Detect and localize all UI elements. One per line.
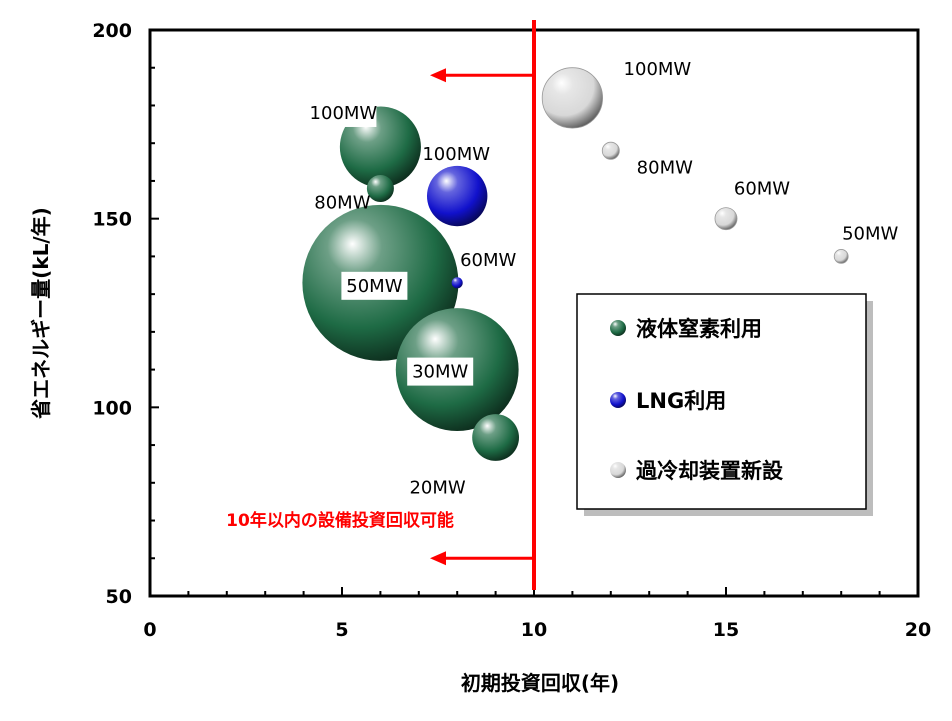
- bubble-label-bg: [407, 357, 474, 386]
- axis-ticks: [149, 29, 919, 597]
- bubble-label: 50MW: [842, 223, 898, 244]
- legend-marker-liquid-nitrogen: [610, 320, 626, 336]
- y-tick-label: 200: [92, 20, 132, 42]
- threshold-arrowhead-top: [430, 68, 446, 83]
- bubble-label: 60MW: [460, 250, 516, 271]
- threshold-group: 10年以内の設備投資回収可能: [226, 20, 536, 590]
- x-tick-label: 0: [143, 619, 156, 641]
- y-tick-label: 100: [92, 397, 132, 419]
- bubble-label: 30MW: [412, 362, 468, 383]
- x-axis-title: 初期投資回収(年): [461, 671, 619, 695]
- bubble-50mw-series-2: [833, 249, 849, 264]
- bubble-label: 60MW: [734, 179, 790, 200]
- bubble-label: 100MW: [624, 59, 692, 80]
- bubble-label: 20MW: [409, 478, 465, 499]
- y-tick-label: 50: [106, 586, 132, 608]
- legend: 液体窒素利用 LNG利用 過冷却装置新設: [576, 293, 873, 516]
- threshold-annotation: 10年以内の設備投資回収可能: [226, 510, 454, 531]
- threshold-arrowhead-bottom: [430, 551, 446, 566]
- bubble-100mw-series-2: [541, 67, 604, 129]
- bubble-label: 50MW: [346, 276, 402, 297]
- bubble-label: 100MW: [422, 144, 490, 165]
- legend-marker-lng: [610, 392, 626, 408]
- x-tick-label: 5: [335, 619, 348, 641]
- bubble-100mw-series-1: [426, 165, 488, 227]
- legend-label-liquid-nitrogen: 液体窒素利用: [636, 317, 762, 341]
- bubble-label: 80MW: [637, 158, 693, 179]
- bubble-60mw-series-1: [451, 277, 463, 289]
- y-axis-title: 省エネルギー量(kL/年): [29, 207, 53, 420]
- bubble-label-bg: [310, 98, 377, 127]
- x-tick-label: 20: [905, 619, 931, 641]
- bubble-label: 100MW: [310, 103, 378, 124]
- bubble-label-bg: [341, 271, 408, 300]
- bubble-80mw-series-2: [601, 141, 620, 160]
- bubble-label: 80MW: [314, 192, 370, 213]
- bubble-20mw-series-0: [472, 414, 519, 461]
- legend-label-lng: LNG利用: [636, 389, 726, 413]
- bubble-60mw-series-2: [714, 207, 738, 231]
- tick-labels: 0 5 10 15 20 50 100 150 200: [92, 20, 931, 641]
- legend-marker-subcooler: [610, 462, 626, 478]
- bubble-labels: 100MW 80MW 50MW 30MW 20MW 100MW 60MW 100MW 80MW 6…: [310, 59, 899, 499]
- y-tick-label: 150: [92, 209, 132, 231]
- bubble-80mw-series-0: [366, 174, 394, 202]
- legend-label-subcooler: 過冷却装置新設: [636, 459, 784, 483]
- x-tick-label: 10: [521, 619, 547, 641]
- x-tick-label: 15: [713, 619, 739, 641]
